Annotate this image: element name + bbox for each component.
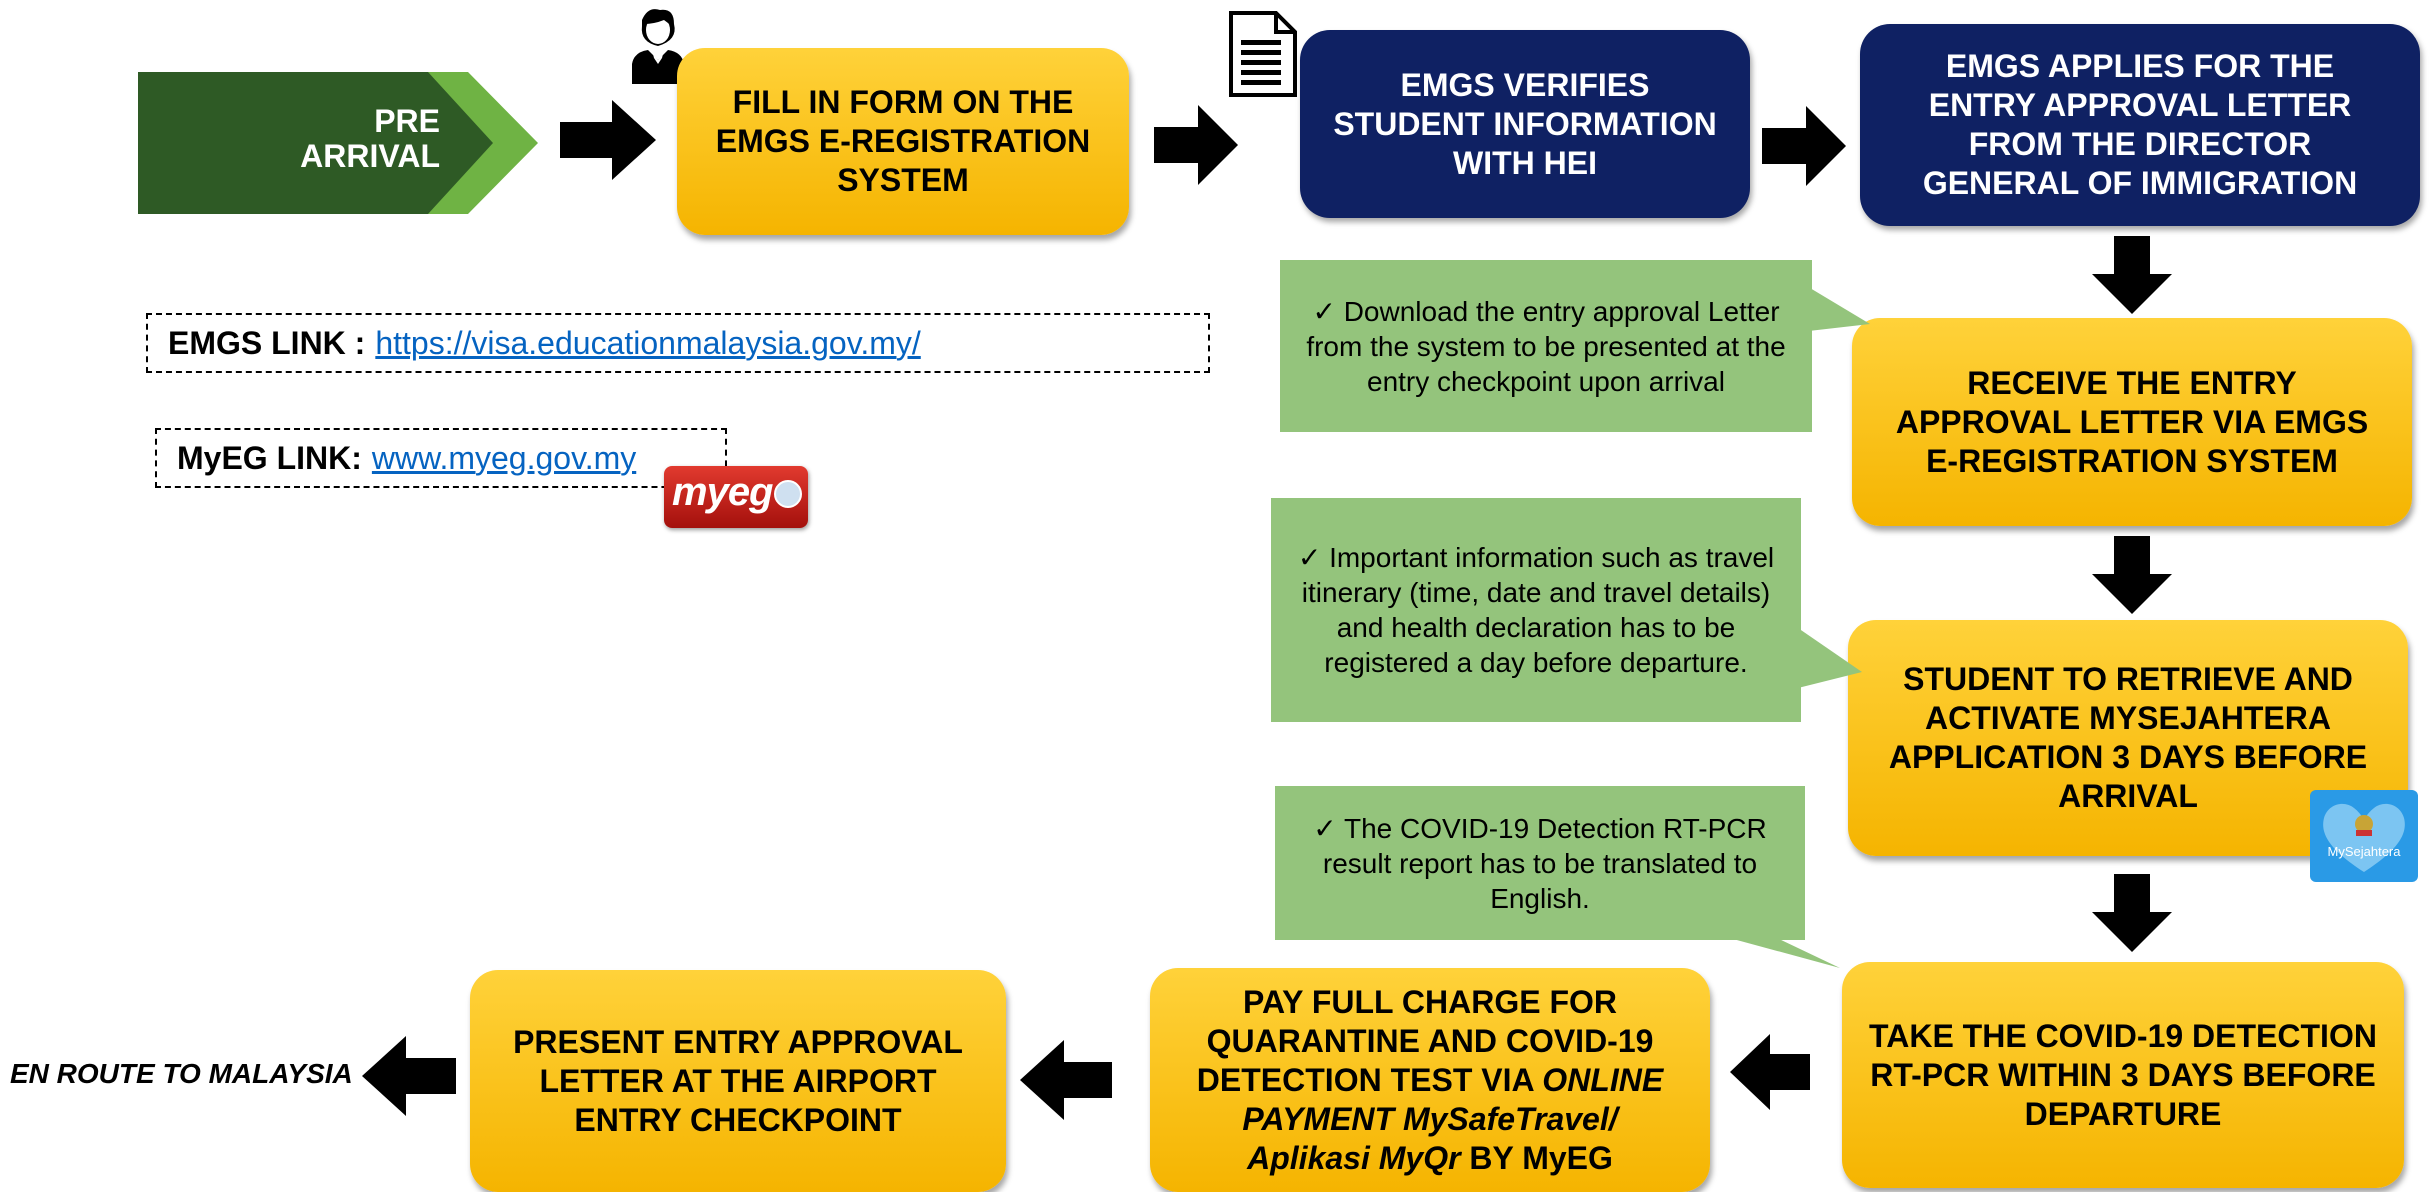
step-apply-letter-text: EMGS APPLIES FOR THE ENTRY APPROVAL LETT… bbox=[1922, 48, 2358, 201]
step-apply-letter: EMGS APPLIES FOR THE ENTRY APPROVAL LETT… bbox=[1860, 24, 2420, 226]
emgs-link-label: EMGS LINK : bbox=[168, 324, 366, 361]
note-download: ✓ Download the entry approval Letter fro… bbox=[1280, 260, 1812, 432]
arrow-icon bbox=[1730, 1034, 1810, 1110]
step-present-letter: PRESENT ENTRY APPROVAL LETTER AT THE AIR… bbox=[470, 970, 1006, 1192]
step-verify-text: EMGS VERIFIES STUDENT INFORMATION WITH H… bbox=[1333, 66, 1717, 181]
arrow-icon bbox=[2092, 236, 2172, 314]
en-route-label: EN ROUTE TO MALAYSIA bbox=[10, 1058, 353, 1089]
emgs-link[interactable]: https://visa.educationmalaysia.gov.my/ bbox=[375, 324, 921, 361]
note-important: ✓ Important information such as travel i… bbox=[1271, 498, 1801, 722]
arrow-icon bbox=[362, 1036, 456, 1116]
note-download-text: ✓ Download the entry approval Letter fro… bbox=[1306, 295, 1786, 397]
document-icon bbox=[1229, 11, 1297, 97]
mysejahtera-logo-text: MySejahtera bbox=[2327, 844, 2401, 859]
step-pay-text-part1: PAY FULL CHARGE FOR QUARANTINE AND COVID… bbox=[1196, 983, 1654, 1098]
note-important-text: ✓ Important information such as travel i… bbox=[1297, 542, 1775, 678]
arrow-icon bbox=[560, 100, 656, 180]
pre-arrival-line2: ARRIVAL bbox=[300, 138, 440, 174]
step-pay-text: PAY FULL CHARGE FOR QUARANTINE AND COVID… bbox=[1184, 983, 1676, 1178]
step-verify: EMGS VERIFIES STUDENT INFORMATION WITH H… bbox=[1300, 30, 1750, 218]
myeg-link-box: MyEG LINK: www.myeg.gov.my bbox=[155, 428, 727, 488]
step-pay-text-part3: BY MyEG bbox=[1460, 1139, 1613, 1176]
note-covid: ✓ The COVID-19 Detection RT-PCR result r… bbox=[1275, 786, 1805, 940]
myeg-logo: myeg bbox=[664, 466, 808, 528]
step-covid-test-text: TAKE THE COVID-19 DETECTION RT-PCR WITHI… bbox=[1869, 1017, 2377, 1132]
step-receive-letter: RECEIVE THE ENTRY APPROVAL LETTER VIA EM… bbox=[1852, 318, 2412, 526]
myeg-logo-text: myeg bbox=[672, 470, 773, 514]
step-present-letter-text: PRESENT ENTRY APPROVAL LETTER AT THE AIR… bbox=[513, 1023, 963, 1138]
arrow-icon bbox=[2092, 536, 2172, 614]
emgs-link-box: EMGS LINK : https://visa.educationmalays… bbox=[146, 313, 1210, 373]
step-receive-letter-text: RECEIVE THE ENTRY APPROVAL LETTER VIA EM… bbox=[1895, 364, 2369, 479]
step-activate-app-text: STUDENT TO RETRIEVE AND ACTIVATE MYSEJAH… bbox=[1888, 661, 2368, 814]
arrow-icon bbox=[1154, 105, 1238, 185]
pre-arrival-banner bbox=[138, 72, 538, 214]
myeg-link-label: MyEG LINK: bbox=[177, 439, 362, 476]
note-covid-text: ✓ The COVID-19 Detection RT-PCR result r… bbox=[1313, 812, 1767, 914]
arrow-icon bbox=[2092, 874, 2172, 952]
pre-arrival-line1: PRE bbox=[374, 103, 440, 139]
myeg-link[interactable]: www.myeg.gov.my bbox=[371, 439, 637, 476]
step-fill-form: FILL IN FORM ON THE EMGS E-REGISTRATION … bbox=[677, 48, 1129, 235]
note-important-tail bbox=[1798, 628, 1862, 688]
step-pay-text-italic: ONLINE PAYMENT MySafeTravel/ Aplikasi My… bbox=[1242, 1061, 1664, 1176]
step-pay: PAY FULL CHARGE FOR QUARANTINE AND COVID… bbox=[1150, 968, 1710, 1192]
pre-arrival-label: PRE ARRIVAL bbox=[200, 104, 440, 174]
step-covid-test: TAKE THE COVID-19 DETECTION RT-PCR WITHI… bbox=[1842, 962, 2404, 1188]
note-download-tail bbox=[1800, 282, 1870, 332]
step-fill-form-text: FILL IN FORM ON THE EMGS E-REGISTRATION … bbox=[715, 84, 1091, 198]
mysejahtera-logo: MySejahtera bbox=[2310, 790, 2418, 882]
person-icon bbox=[632, 9, 684, 84]
arrow-icon bbox=[1020, 1040, 1112, 1120]
arrow-icon bbox=[1762, 106, 1846, 186]
